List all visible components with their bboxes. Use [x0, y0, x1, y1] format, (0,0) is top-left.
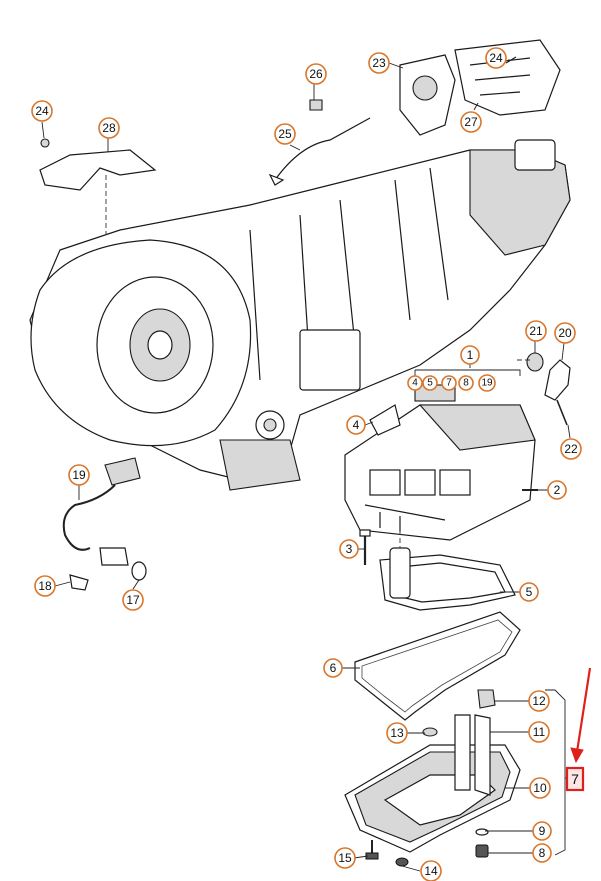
callout-6[interactable]: 6	[323, 658, 343, 678]
callout-17[interactable]: 17	[122, 589, 144, 611]
svg-text:5: 5	[526, 585, 533, 599]
group-label-19: 19	[481, 378, 493, 389]
callout-28[interactable]: 28	[98, 117, 120, 139]
callout-12[interactable]: 12	[528, 690, 550, 712]
highlight-item-7[interactable]: 7	[565, 766, 585, 792]
svg-text:8: 8	[539, 846, 546, 860]
callout-3[interactable]: 3	[339, 539, 359, 559]
callout-13[interactable]: 13	[386, 722, 408, 744]
svg-text:2: 2	[554, 483, 561, 497]
callout-5[interactable]: 5	[519, 582, 539, 602]
callout-14[interactable]: 14	[420, 860, 442, 881]
transmission-assembly	[29, 139, 571, 491]
svg-text:1: 1	[467, 348, 474, 362]
callout-4[interactable]: 4	[346, 415, 366, 435]
svg-text:27: 27	[464, 115, 478, 129]
svg-text:12: 12	[532, 694, 546, 708]
group-label-7: 7	[446, 378, 452, 389]
callout-23[interactable]: 23	[368, 52, 390, 74]
group-label-1: 4 5 7 8 19	[407, 374, 496, 392]
svg-text:11: 11	[533, 725, 546, 739]
svg-text:13: 13	[390, 726, 404, 740]
svg-text:26: 26	[309, 67, 323, 81]
highlight-arrow	[570, 667, 592, 764]
svg-text:18: 18	[38, 579, 52, 593]
group-label-8: 8	[463, 378, 469, 389]
valve-body	[344, 384, 536, 541]
svg-text:21: 21	[529, 324, 543, 338]
group-bracket	[545, 689, 566, 856]
svg-text:20: 20	[558, 326, 572, 340]
highlight-label: 7	[571, 771, 579, 787]
callouts: 1 2 3 4 5 6 8 9 10 11 12 13 14 15 17 18 …	[31, 47, 582, 881]
callout-26[interactable]: 26	[305, 63, 327, 85]
callout-2[interactable]: 2	[547, 480, 567, 500]
svg-text:4: 4	[353, 418, 360, 432]
callout-8[interactable]: 8	[532, 843, 552, 863]
svg-text:14: 14	[424, 864, 438, 878]
callout-24-bracket[interactable]: 24	[485, 47, 507, 69]
callout-20[interactable]: 20	[554, 322, 576, 344]
callout-15[interactable]: 15	[334, 847, 356, 869]
callout-11[interactable]: 11	[528, 721, 550, 743]
svg-text:3: 3	[346, 542, 353, 556]
pan-gasket	[354, 611, 521, 721]
callout-1[interactable]: 1	[460, 345, 480, 365]
callout-10[interactable]: 10	[529, 777, 551, 799]
callout-18[interactable]: 18	[34, 575, 56, 597]
oil-pan	[344, 689, 521, 867]
mounting-bracket	[399, 39, 561, 136]
cover-plate	[39, 138, 157, 235]
svg-text:10: 10	[533, 781, 547, 795]
wiring-harness	[62, 457, 147, 591]
group-label-4: 4	[412, 378, 418, 389]
svg-text:28: 28	[102, 121, 116, 135]
svg-text:25: 25	[278, 127, 292, 141]
svg-text:17: 17	[126, 593, 140, 607]
callout-9[interactable]: 9	[532, 821, 552, 841]
selector-lever	[517, 352, 571, 426]
svg-text:19: 19	[72, 468, 86, 482]
group-label-5: 5	[427, 378, 433, 389]
callout-21[interactable]: 21	[525, 320, 547, 342]
callout-22[interactable]: 22	[560, 438, 582, 460]
callout-27[interactable]: 27	[460, 111, 482, 133]
oil-filter	[379, 530, 516, 611]
callout-24-cover[interactable]: 24	[31, 100, 53, 122]
svg-text:24: 24	[489, 51, 503, 65]
callout-25[interactable]: 25	[274, 123, 296, 145]
svg-text:6: 6	[330, 661, 337, 675]
svg-text:24: 24	[35, 104, 49, 118]
svg-text:15: 15	[338, 851, 352, 865]
breather-pipe	[268, 99, 371, 186]
svg-text:9: 9	[539, 824, 546, 838]
callout-19[interactable]: 19	[68, 464, 90, 486]
svg-text:23: 23	[372, 56, 386, 70]
svg-text:22: 22	[564, 442, 578, 456]
